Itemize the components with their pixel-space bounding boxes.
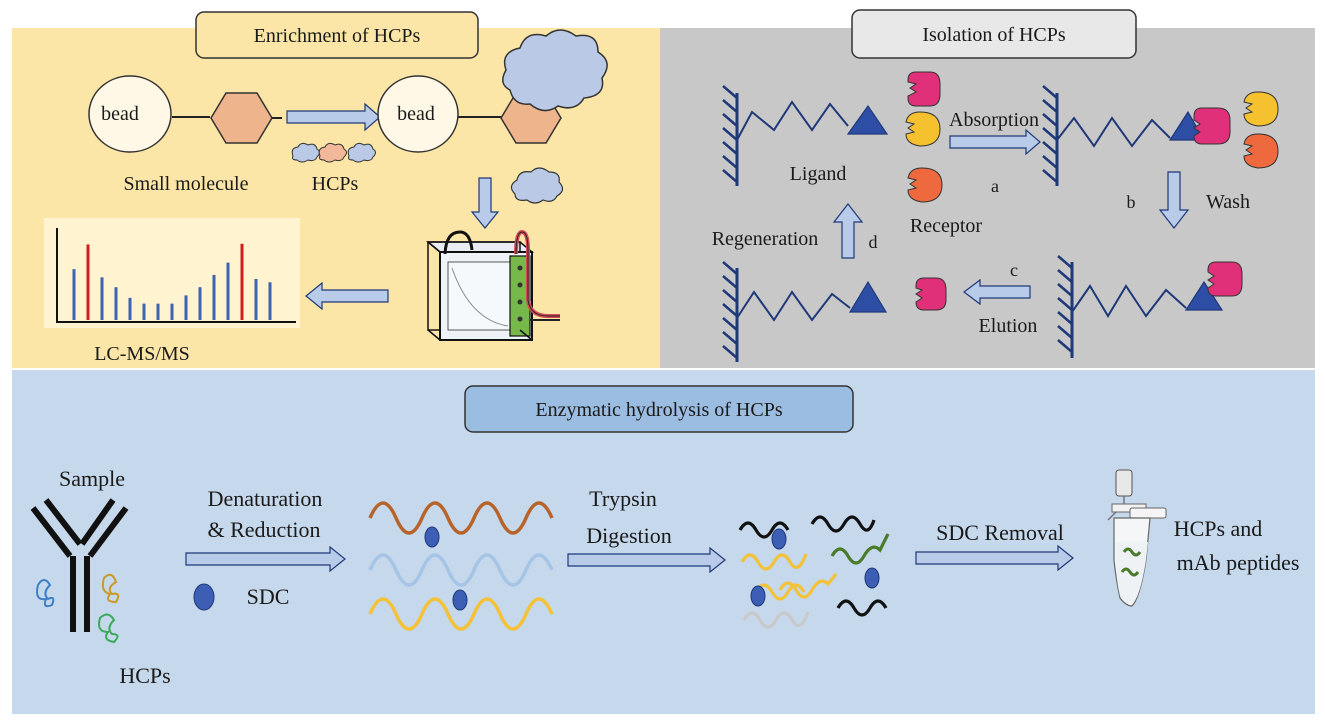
trypsin-label-1: Trypsin: [589, 486, 657, 511]
step-b: b: [1127, 192, 1136, 212]
sdc-removal-label: SDC Removal: [936, 520, 1064, 545]
sdc-label: SDC: [247, 584, 290, 609]
microcentrifuge-tube: [1107, 469, 1167, 607]
result-label-2: mAb peptides: [1177, 550, 1300, 575]
arrow-to-lcms: [305, 281, 389, 311]
receptor-yellow-1: [905, 111, 941, 147]
regeneration-label: Regeneration: [712, 228, 819, 250]
bead-circle: [88, 75, 172, 153]
bead-label-bound: bead: [397, 103, 435, 125]
isolation-title-box: [851, 9, 1137, 59]
sdc-legend-dot: [193, 583, 215, 611]
wash-arrow: [1158, 171, 1190, 229]
step-d: d: [869, 232, 878, 252]
bead-bound-hcp: bead: [377, 29, 608, 153]
small-molecule-hexagon: [210, 92, 273, 144]
trypsin-arrow: [567, 546, 726, 574]
denaturation-label-2: & Reduction: [207, 517, 320, 542]
hcps-label-hydrolysis: HCPs: [119, 663, 170, 688]
receptor-pink-1: [907, 71, 941, 107]
isolation-panel: [660, 28, 1315, 368]
absorption-label: Absorption: [949, 109, 1039, 131]
bead-small-molecule: bead: [88, 75, 282, 153]
receptor-yellow-free: [1243, 91, 1279, 127]
ligand-assembly-1: [722, 85, 889, 186]
step-c: c: [1010, 260, 1018, 280]
peptide-fragments: [738, 515, 890, 629]
receptor-bound-2: [1207, 261, 1243, 297]
regeneration-arrow: [832, 203, 864, 259]
electrophoresis-tank: [425, 229, 560, 341]
hydrolysis-title: Enzymatic hydrolysis of HCPs: [535, 399, 782, 421]
receptor-bound-1: [1193, 107, 1231, 145]
down-arrow-enrichment: [470, 177, 500, 229]
bound-hcp-cloud: [502, 29, 608, 112]
lcms-spectrum: [44, 218, 300, 328]
result-label-1: HCPs and: [1174, 516, 1263, 541]
sdc-dot-1: [424, 526, 440, 548]
ligand-assembly-2: [1042, 85, 1206, 186]
ligand-assembly-4: [722, 261, 888, 362]
bead-label: bead: [101, 103, 139, 125]
absorption-arrow: [949, 128, 1041, 156]
step-a: a: [991, 176, 999, 196]
eluted-hcp-cloud: [510, 167, 564, 204]
enrichment-title: Enrichment of HCPs: [254, 25, 421, 47]
bead-circle-bound: [377, 75, 459, 153]
receptor-orange-1: [907, 167, 943, 203]
sdc-dot-4: [864, 567, 880, 589]
trypsin-label-2: Digestion: [586, 523, 672, 548]
wave-lightblue: [368, 553, 554, 587]
sample-label: Sample: [59, 466, 125, 491]
lcms-label: LC-MS/MS: [94, 343, 190, 365]
denaturation-label-1: Denaturation: [208, 486, 323, 511]
elution-arrow: [963, 278, 1031, 306]
isolation-title: Isolation of HCPs: [922, 24, 1066, 46]
receptor-label: Receptor: [910, 215, 983, 237]
hcps-clouds: [291, 142, 376, 163]
sdc-dot-3: [771, 528, 787, 550]
ligand-triangle-1: [846, 104, 889, 135]
sdc-removal-arrow: [915, 544, 1074, 572]
hydrolysis-title-box: [464, 385, 854, 433]
sdc-dot-5: [750, 585, 766, 607]
denaturation-arrow: [185, 545, 346, 573]
denatured-proteins: [368, 501, 554, 631]
wave-yellow: [368, 597, 554, 631]
hcps-label-enrichment: HCPs: [312, 173, 359, 195]
elution-label: Elution: [979, 315, 1038, 337]
ligand-triangle-2: [1168, 110, 1206, 141]
receptor-pink-eluted: [915, 277, 947, 311]
ligand-label: Ligand: [790, 163, 847, 185]
sdc-dot-2: [452, 589, 468, 611]
wash-label: Wash: [1206, 191, 1250, 213]
wave-brown: [368, 501, 554, 535]
small-molecule-label: Small molecule: [124, 173, 249, 195]
receptor-orange-free: [1243, 133, 1279, 169]
enrichment-title-box: [195, 11, 479, 59]
ligand-triangle-4: [848, 280, 888, 313]
hcp-squiggles: [36, 573, 120, 644]
antibody: [30, 498, 129, 632]
bind-arrow: [286, 102, 381, 132]
